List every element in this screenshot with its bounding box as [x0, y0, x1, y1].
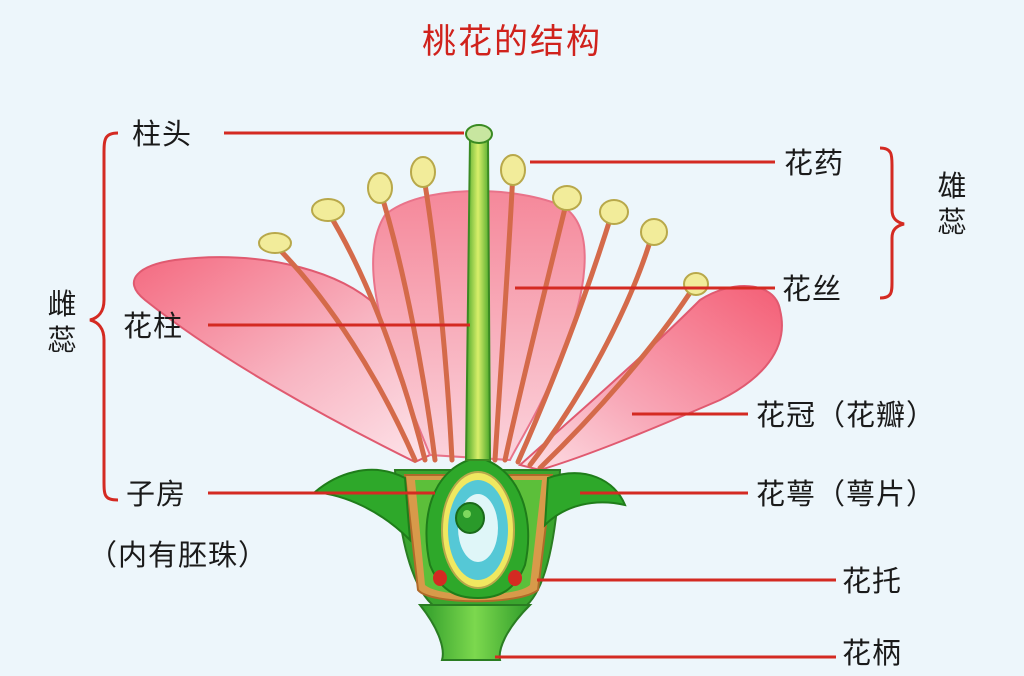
page-title: 桃花的结构: [422, 22, 602, 62]
leader-lines: [89, 131, 905, 659]
label-receptacle: 花托: [842, 564, 903, 598]
stamen-bracket: [879, 146, 905, 300]
stigma: [465, 124, 493, 144]
petals: [132, 190, 783, 472]
pistil-bracket: [89, 131, 119, 502]
ovule: [455, 502, 485, 534]
label-pistil: 雌蕊: [47, 287, 77, 357]
label-style: 花柱: [123, 309, 184, 343]
label-corolla: 花冠（花瓣）: [756, 398, 937, 432]
style: [464, 137, 492, 461]
ovary: [425, 457, 530, 600]
pedicel: [417, 604, 533, 661]
label-stamen: 雄蕊: [937, 169, 967, 239]
label-ovary: 子房: [126, 477, 187, 511]
label-ovary-note: （内有胚珠）: [88, 538, 269, 572]
sepal-right: [543, 472, 627, 528]
anthers: [258, 154, 709, 296]
label-stigma: 柱头: [132, 117, 193, 151]
sepal-left: [312, 468, 412, 543]
label-filament: 花丝: [782, 272, 843, 306]
label-calyx: 花萼（萼片）: [756, 477, 937, 511]
label-anther: 花药: [784, 146, 845, 180]
label-pedicel: 花柄: [842, 636, 903, 670]
style-and-stigma: [464, 124, 493, 461]
